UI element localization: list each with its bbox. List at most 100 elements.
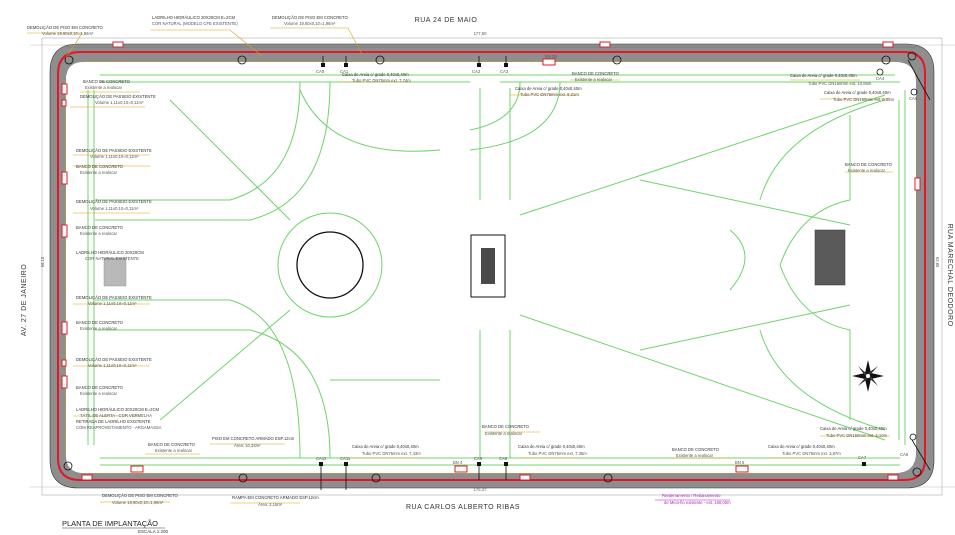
note-caixa-tr-2: Caixa de Areia c/ grade 0,40x0,40m xyxy=(824,90,891,95)
callout-lines xyxy=(27,27,893,504)
note-piso-arm-2: Área: 10,34m² xyxy=(234,443,261,448)
dim-right-total: 62,85 xyxy=(935,257,940,268)
label-ca6: CA6 xyxy=(900,452,909,457)
annotations: DEMOLIÇÃO DE PISO EM CONCRETO Volume 19,… xyxy=(27,15,895,507)
note-banco-bl: BANCO DE CONCRETO xyxy=(148,442,196,447)
note-banco-rightb: Existente a realocar xyxy=(848,168,886,173)
label-ca5: CA5 xyxy=(909,96,918,101)
label-bn-top: BN 2B xyxy=(545,54,557,59)
label-ca1: CA1 xyxy=(340,69,349,74)
note-demo-passeio-1: DEMOLIÇÃO DE PASSEIO EXISTENTE xyxy=(80,94,156,99)
dim-top-total: 177,50 xyxy=(474,31,487,36)
note-banco-1: BANCO DE CONCRETO xyxy=(83,79,131,84)
dim-bottom-total: 175,37 xyxy=(474,487,487,492)
label-ca2: CA2 xyxy=(472,69,481,74)
label-bn-b2: BN 5 xyxy=(735,460,745,465)
note-banco-bot-c: BANCO DE CONCRETO xyxy=(482,424,530,429)
note-caixa-bot-1: Caixa de Areia c/ grade 0,40x0,40m xyxy=(352,444,419,449)
note-demo-passeio-2: DEMOLIÇÃO DE PASSEIO EXISTENTE xyxy=(76,148,152,153)
note-caixa-top-2: Caixa de Areia c/ grade 0,40x0,40m xyxy=(515,86,582,91)
note-demo-piso-bot-vol: Volume 19,60x0,10=1,96m³ xyxy=(112,500,164,505)
note-caixa-top-1: Caixa de Areia c/ grade 0,40x0,40m xyxy=(342,72,409,77)
note-demo-piso-tl: DEMOLIÇÃO DE PISO EM CONCRETO xyxy=(27,25,104,30)
garden-paths xyxy=(87,74,906,466)
street-bottom: RUA CARLOS ALBERTO RIBAS xyxy=(406,504,520,511)
note-banco-3b: Existente a realocar xyxy=(80,231,118,236)
note-ladrilho-tatil-3: RETIRADA DE LADRILHO EXISTENTE xyxy=(76,419,151,424)
note-rampa: RAMPA EM CONCRETO ARMADO ESP.12cm xyxy=(232,495,319,500)
note-ladrilho-mid-2: COR NATURAL EXISTENTE xyxy=(85,256,139,261)
note-piso-arm: PISO EM CONCRETO ARMADO ESP.12cm xyxy=(212,436,295,441)
label-ca9: CA9 xyxy=(474,456,483,461)
note-caixa-top-2b: Tubo PVC DN75mm ext. 8,21m xyxy=(520,92,579,97)
note-demo-passeio-3: DEMOLIÇÃO DE PASSEIO EXISTENTE xyxy=(76,199,152,204)
note-caixa-bot-2: Caixa de Areia c/ grade 0,40x0,40m xyxy=(518,444,585,449)
note-demo-passeio-4: DEMOLIÇÃO DE PASSEIO EXISTENTE xyxy=(76,295,152,300)
note-caixa-bot-2b: Tubo PVC DN75mm ext. 7,36m xyxy=(528,451,587,456)
note-demo-passeio-2b: Volume 1,11x0,10=0,11m³ xyxy=(90,154,139,159)
note-demo-piso-bot: DEMOLIÇÃO DE PISO EM CONCRETO xyxy=(102,493,179,498)
label-ca11: CA11 xyxy=(340,456,351,461)
note-demo-passeio-4b: Volume 1,11x0,10=0,11m³ xyxy=(88,301,137,306)
note-demo-piso-tl-vol: Volume 19,60x0,10=1,96m³ xyxy=(42,31,94,36)
note-banco-bot-rb: Existente a realocar xyxy=(676,453,714,458)
plan-title: PLANTA DE IMPLANTAÇÃO xyxy=(62,519,158,528)
note-banco-5b: Existente a realocar xyxy=(80,391,118,396)
box-labels: CA0 CA1 CA2 CA3 CA4 CA5 CA6 CA7 CA8 CA9 … xyxy=(316,54,918,465)
note-reaterro-2: de Meio-fio existente - ext. 160,00m xyxy=(664,500,731,505)
outer-curb-line xyxy=(49,43,935,489)
label-ca8: CA8 xyxy=(499,456,508,461)
note-demo-piso-top: DEMOLIÇÃO DE PISO EM CONCRETO xyxy=(272,15,349,20)
pipe-lines xyxy=(320,56,931,490)
label-ca3: CA3 xyxy=(500,69,509,74)
note-banco-bot-r: BANCO DE CONCRETO xyxy=(672,447,720,452)
note-ladrilho-top-2: COR NATURAL (MODELO CFE EXISTENTE) xyxy=(152,21,238,26)
note-ladrilho-tatil-4: COM REAPROVEITAMENTO - ARGAMASSA xyxy=(76,425,162,430)
note-reaterro: Reaterramento / Rebaixamento xyxy=(662,493,721,498)
trees xyxy=(63,51,922,483)
label-ca7: CA7 xyxy=(858,455,867,460)
note-demo-passeio-5: DEMOLIÇÃO DE PASSEIO EXISTENTE xyxy=(76,357,152,362)
kiosk-block xyxy=(814,229,846,286)
note-banco-5: BANCO DE CONCRETO xyxy=(76,385,124,390)
note-banco-top-r: BANCO DE CONCRETO xyxy=(572,71,620,76)
note-ladrilho-mid: LADRILHO HIDRÁULICO 20X20CM xyxy=(76,250,144,255)
note-ladrilho-tatil-1: LADRILHO HIDRÁULICO 20X20CM E=2CM xyxy=(76,407,159,412)
note-banco-4: BANCO DE CONCRETO xyxy=(76,320,124,325)
note-ladrilho-tatil-2: TÁTIL DE ALERTA - COR VERMELHA xyxy=(80,413,152,418)
red-curb-line xyxy=(57,51,926,481)
note-caixa-bot-1b: Tubo PVC DN75mm ext. 7,43m xyxy=(362,451,421,456)
note-rampa-2: Área: 3,16m² xyxy=(258,502,283,507)
street-left: AV. 27 DE JANEIRO xyxy=(21,264,28,336)
label-ca4: CA4 xyxy=(876,76,885,81)
note-banco-blb: Existente a realocar xyxy=(155,448,193,453)
dim-left-total: 68,10 xyxy=(40,256,45,267)
note-caixa-br-2b: Tubo PVC DN75mm ext. 3,87m xyxy=(782,451,841,456)
note-caixa-br-1: Caixa de Areia c/ grade 0,40x0,40m xyxy=(820,426,887,431)
note-demo-piso-top-vol: Volume 19,60x0,10=1,96m³ xyxy=(284,21,336,26)
note-banco-4b: Existente a realocar xyxy=(80,326,118,331)
note-caixa-tr-1b: Tubo PVC DN150mm ext. 10,85m xyxy=(808,81,872,86)
monument-core xyxy=(481,248,495,284)
label-bn-b1: BN 4 xyxy=(453,460,463,465)
note-caixa-br-1b: Tubo PVC DN150mm ext. 4,10m xyxy=(826,433,888,438)
note-caixa-tr-2b: Tubo PVC DN150mm ext. 6,55m xyxy=(833,97,895,102)
plan-scale: ESCALA 1:200 xyxy=(138,529,169,534)
note-banco-top-rb: Existente a realocar xyxy=(575,77,613,82)
note-demo-passeio-5b: Volume 1,11x0,10=0,11m³ xyxy=(88,363,137,368)
note-banco-bot-cb: Existente a realocar xyxy=(485,431,523,436)
note-demo-passeio-3b: Volume 1,11x0,10=0,11m³ xyxy=(90,206,139,211)
fountain-circle xyxy=(296,231,364,299)
note-caixa-tr-1: Caixa de Areia c/ grade 0,40x0,40m xyxy=(790,73,857,78)
note-banco-2: BANCO DE CONCRETO xyxy=(76,164,124,169)
note-ladrilho-top: LADRILHO HIDRÁULICO 20X20CM E=2CM xyxy=(152,15,235,20)
note-demo-passeio-1b: Volume 1,11x0,10=0,11m³ xyxy=(95,100,144,105)
note-banco-right: BANCO DE CONCRETO xyxy=(845,162,893,167)
note-caixa-br-2: Caixa de Areia c/ grade 0,40x0,40m xyxy=(768,444,835,449)
street-right: RUA MARECHAL DEODORO xyxy=(946,223,953,326)
street-top: RUA 24 DE MAIO xyxy=(415,17,478,24)
note-caixa-top-1b: Tubo PVC DN75mm ext. 7,74m xyxy=(352,78,411,83)
ladrilho-patch xyxy=(103,257,127,287)
note-banco-1b: Existente a realocar xyxy=(85,85,123,90)
